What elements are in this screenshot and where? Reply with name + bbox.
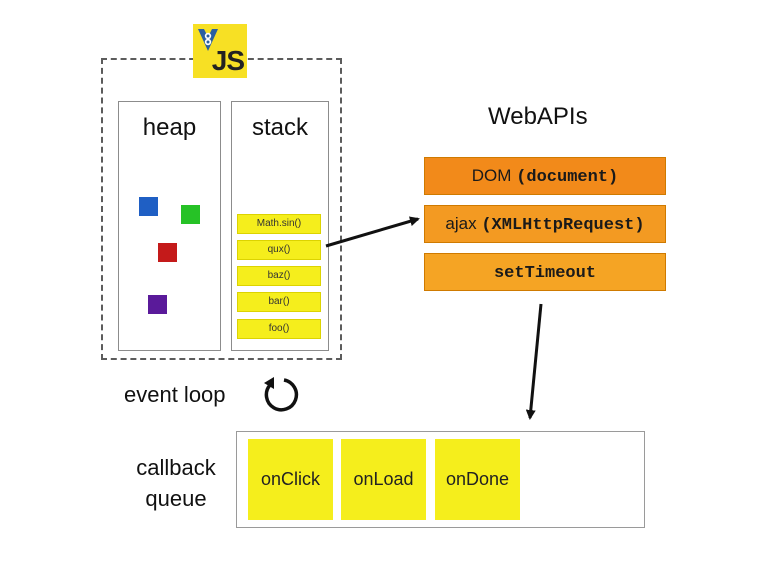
- webapi-settimeout-code: setTimeout: [493, 264, 597, 283]
- js-logo: JS: [193, 24, 247, 78]
- callback-queue-label-line1: callback: [136, 455, 216, 480]
- heap-object-blue: [139, 197, 158, 216]
- webapi-settimeout: setTimeout: [424, 253, 666, 291]
- callback-queue-label-line2: queue: [145, 486, 207, 511]
- callback-queue-label: callback queue: [118, 452, 234, 514]
- event-loop-label: event loop: [124, 382, 226, 407]
- stack-frame: bar(): [237, 292, 321, 312]
- heap-title: heap: [142, 114, 197, 141]
- callback-item: onLoad: [341, 439, 426, 520]
- arrow-webapis-to-queue: [525, 303, 543, 420]
- stack-title: stack: [251, 114, 308, 141]
- webapi-ajax-prefix: ajax: [445, 214, 477, 233]
- arrow-stack-to-webapis: [325, 216, 420, 248]
- v8-engine-icon: [198, 29, 218, 51]
- heap-object-purple: [148, 295, 167, 314]
- webapi-ajax-code: (XMLHttpRequest): [481, 216, 645, 235]
- stack-frame: baz(): [237, 266, 321, 286]
- callback-item: onClick: [248, 439, 333, 520]
- stack-frame: Math.sin(): [237, 214, 321, 234]
- heap-object-red: [158, 243, 177, 262]
- webapi-dom-prefix: DOM: [471, 166, 512, 185]
- heap-object-green: [181, 205, 200, 224]
- heap-panel: heap: [118, 101, 221, 351]
- webapi-dom-code: (document): [516, 168, 619, 187]
- js-logo-text: JS: [211, 45, 245, 76]
- webapi-ajax: ajax (XMLHttpRequest): [424, 205, 666, 243]
- event-loop-cycle-icon: [264, 377, 299, 412]
- stack-frame: qux(): [237, 240, 321, 260]
- callback-item: onDone: [435, 439, 520, 520]
- webapi-dom: DOM (document): [424, 157, 666, 195]
- stack-frame: foo(): [237, 319, 321, 339]
- webapis-title: WebAPIs: [488, 103, 588, 130]
